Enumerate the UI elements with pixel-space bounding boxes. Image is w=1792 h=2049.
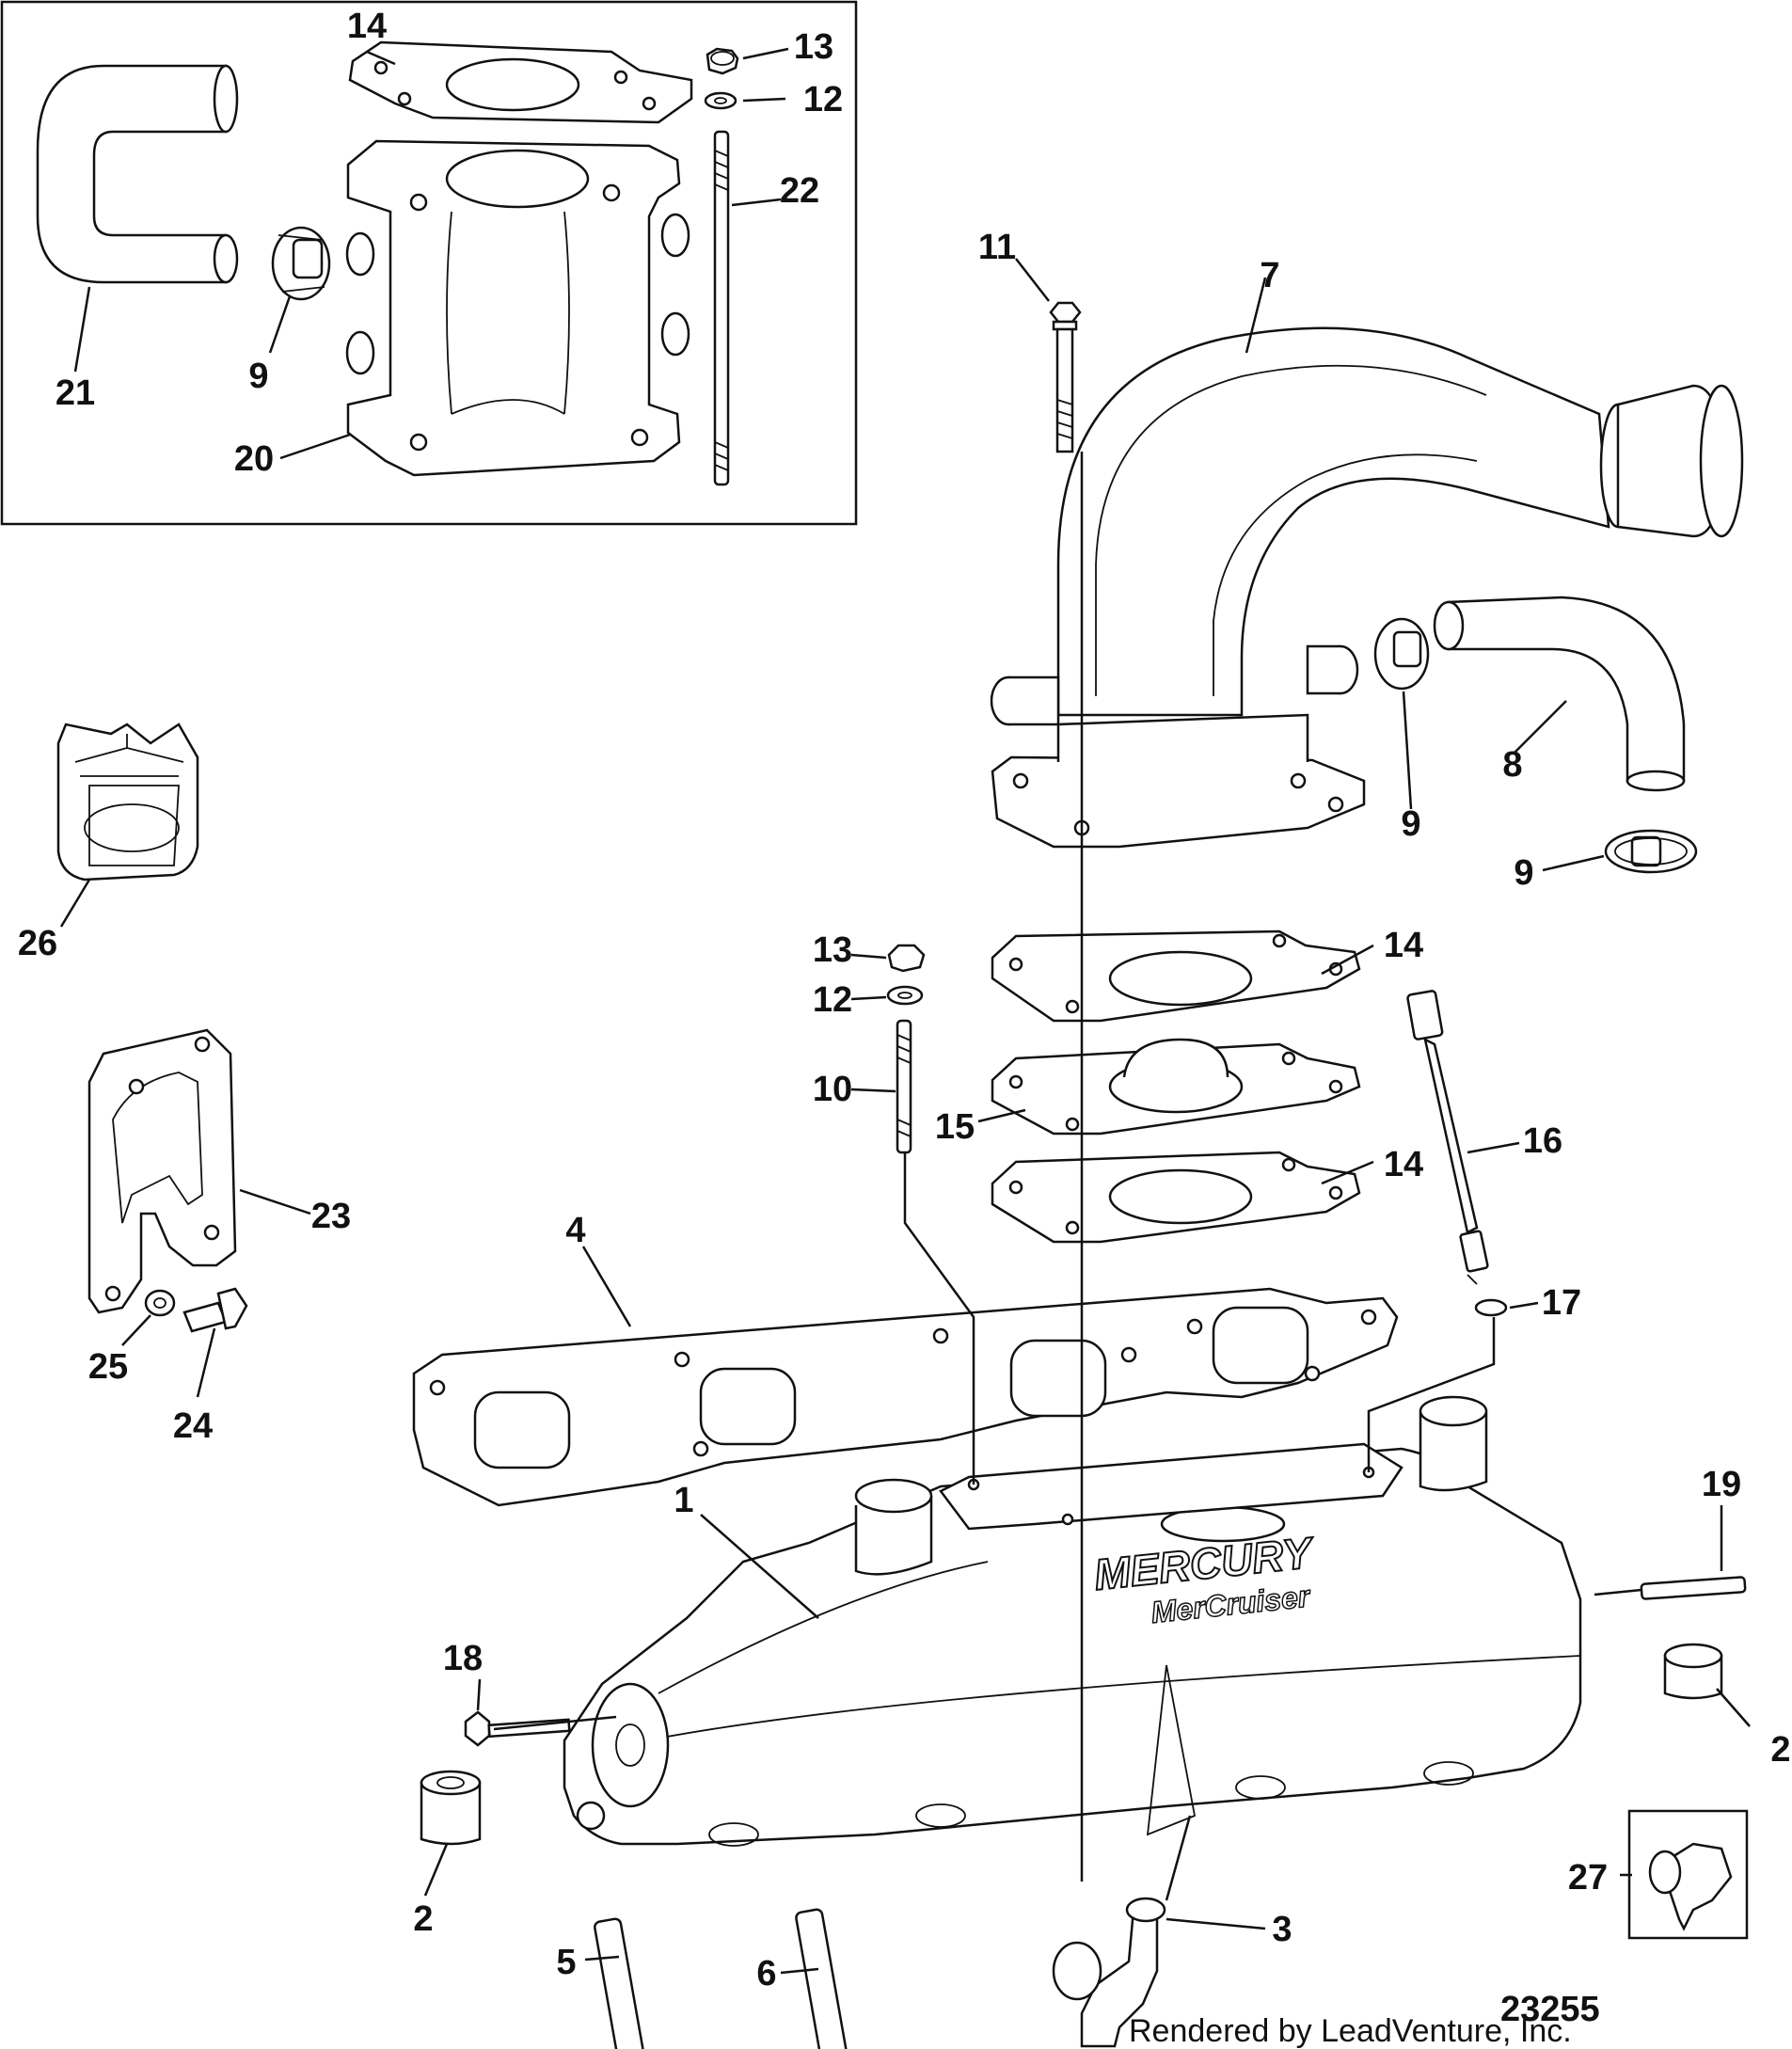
callout-12-inset: 12 — [803, 80, 843, 119]
part-16-sensor — [1406, 990, 1489, 1285]
part-13-nut — [887, 944, 926, 973]
part-14-gasket-upper — [991, 929, 1361, 1023]
part-12-washer-inset — [704, 91, 737, 110]
part-13-nut-inset — [706, 47, 739, 75]
callout-22: 22 — [780, 171, 819, 211]
inset-box — [0, 0, 858, 526]
part-14-gasket-inset — [348, 40, 693, 124]
leader-lines — [59, 47, 1751, 1975]
callout-14-upper: 14 — [1384, 926, 1423, 965]
part-11-bolt — [1049, 301, 1082, 453]
callout-9-inset: 9 — [248, 357, 268, 396]
part-27-fitting-box — [1627, 1809, 1749, 1940]
callout-2-right: 2 — [1770, 1730, 1790, 1770]
callout-3: 3 — [1272, 1910, 1292, 1949]
callout-25: 25 — [88, 1347, 128, 1387]
part-25-washer — [144, 1289, 176, 1317]
callout-8: 8 — [1502, 745, 1522, 785]
part-10-stud — [896, 1019, 912, 1154]
part-12-washer — [886, 985, 924, 1006]
callout-14-inset: 14 — [347, 7, 387, 46]
part-20-riser-inset — [345, 139, 690, 477]
part-8-hose — [1433, 596, 1686, 792]
callout-2-left: 2 — [413, 1899, 433, 1939]
callout-15: 15 — [935, 1107, 975, 1147]
callout-26: 26 — [18, 924, 57, 963]
callout-12: 12 — [813, 980, 852, 1020]
callout-20: 20 — [234, 439, 274, 479]
callout-4: 4 — [565, 1211, 585, 1250]
callout-11: 11 — [978, 228, 1016, 267]
part-18-bolt — [464, 1710, 571, 1747]
callout-labels: 14 13 12 22 21 9 20 11 7 8 9 9 26 13 12 … — [18, 7, 1791, 1993]
rendered-by-text: Rendered by LeadVenture, Inc. — [1129, 2013, 1572, 2049]
callout-18: 18 — [443, 1639, 483, 1678]
part-15-gasket — [991, 1038, 1361, 1136]
callout-17: 17 — [1542, 1283, 1581, 1323]
callout-16: 16 — [1523, 1121, 1562, 1161]
part-9-clamp-elbow — [1373, 617, 1430, 691]
part-23-heat-shield — [87, 1028, 237, 1314]
callout-9-elbow: 9 — [1401, 804, 1420, 844]
callout-27: 27 — [1568, 1858, 1608, 1898]
part-2-plug-right — [1663, 1643, 1723, 1700]
part-24-bolt — [182, 1287, 248, 1333]
part-3-elbow-fitting — [1052, 1897, 1166, 2048]
callout-10: 10 — [813, 1070, 852, 1109]
part-19-stud — [1640, 1576, 1747, 1600]
callout-24: 24 — [173, 1406, 213, 1446]
part-7-elbow — [990, 326, 1744, 726]
callout-13: 13 — [813, 930, 852, 970]
part-21-hose — [36, 64, 239, 284]
part-1-exhaust-manifold — [563, 1395, 1582, 1847]
part-6-bolt — [795, 1908, 849, 2049]
callout-5: 5 — [556, 1943, 576, 1982]
part-5-bolt — [594, 1917, 646, 2049]
diagram-number: 23255 — [1500, 1990, 1600, 2029]
callout-23: 23 — [311, 1197, 351, 1236]
callout-21: 21 — [56, 373, 95, 413]
callout-6: 6 — [756, 1954, 776, 1993]
callout-13-inset: 13 — [794, 27, 833, 67]
callout-14-lower: 14 — [1384, 1145, 1423, 1184]
part-26-exhaust-flapper — [56, 723, 199, 882]
part-2-plug-left — [420, 1770, 482, 1846]
part-9-clamp-hose — [1604, 829, 1698, 874]
callout-19: 19 — [1702, 1465, 1741, 1504]
part-7-flange — [991, 713, 1366, 849]
callout-9-hose: 9 — [1514, 853, 1533, 893]
part-9-clamp-inset — [271, 226, 331, 301]
part-17-o-ring — [1474, 1298, 1508, 1317]
part-22-stud-inset — [713, 130, 730, 486]
part-14-gasket-lower — [991, 1151, 1361, 1244]
callout-7: 7 — [1260, 256, 1279, 295]
callout-1: 1 — [674, 1481, 693, 1520]
